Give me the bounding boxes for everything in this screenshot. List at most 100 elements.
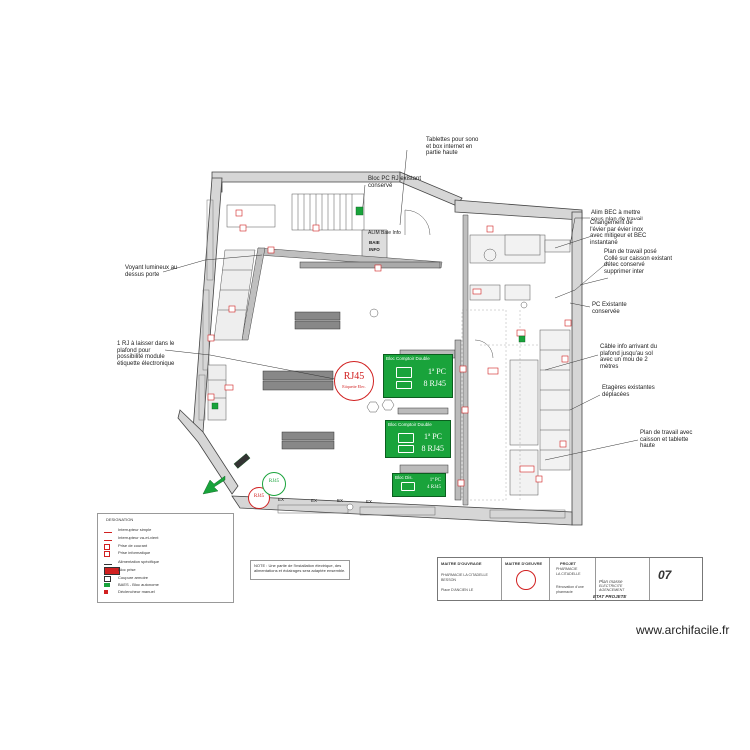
annotation-plan-travail-caisson: Plan de travail avec caisson et tablette…	[640, 430, 692, 450]
page-number: 07	[658, 568, 672, 582]
annotation-line: haute	[640, 443, 656, 450]
rj45-label-text: RJ45	[343, 371, 365, 382]
alarm-trigger-icon	[104, 590, 108, 594]
plan-note: NOTE : Une partie de l'installation élec…	[250, 560, 350, 580]
outlet-icon	[104, 544, 110, 550]
comptoir-rj: 8 RJ45	[423, 379, 446, 388]
annotation-line: Câble info arrivant du	[600, 344, 658, 350]
legend-item: Alimentation spécifique	[118, 559, 160, 564]
power-supply-icon	[104, 560, 112, 565]
legend-item: Interrupteur va-et-vient	[118, 535, 159, 540]
bottom-windows	[277, 504, 566, 519]
annotation-plan-travail-pose: Plan de travail posé Collé sur caisson e…	[604, 249, 672, 275]
annotation-line: dessus porte	[125, 271, 160, 278]
tb-projet: PROJET PHARMACIE LA CITADELLE Rénovation…	[550, 558, 596, 600]
comptoir-label: Bloc Comptoir Double	[386, 356, 430, 361]
computer-icon	[401, 482, 415, 491]
annotation-line: Tablettes pour sono	[426, 137, 479, 143]
emergency-light-icon	[104, 583, 110, 587]
annotation-line: conservée	[592, 308, 620, 315]
door-arcs	[404, 209, 494, 359]
comptoir-block-2: Bloc Comptoir Double 1ª PC 8 RJ45	[385, 420, 451, 458]
gondolas	[262, 261, 441, 450]
architect-logo-icon	[516, 570, 536, 590]
computer-icon	[398, 445, 414, 453]
comptoir-block-1: Bloc Comptoir Double 1ª PC 8 RJ45	[383, 354, 453, 398]
tb-text: LA CITADELLE	[556, 572, 581, 576]
entrance-arrow	[202, 453, 251, 495]
ex-label: EX	[278, 497, 285, 502]
annotation-line: Etagères existantes	[602, 385, 655, 391]
comptoir-label: Bloc Comptoir Double	[388, 422, 432, 427]
annotation-line: avec mitigeur et BEC	[590, 233, 647, 240]
annotation-voyant: Voyant lumineux au dessus porte	[125, 265, 177, 278]
tb-text: AGENCEMENT	[599, 588, 625, 592]
annotation-changement-evier: Changement de l'évier par évier inox ave…	[590, 220, 647, 247]
tb-plan: Plan masse ELECTRICITE AGENCEMENT	[596, 558, 650, 600]
legend-item: Déclencheur manuel	[118, 589, 155, 594]
annotation-line: avec un mou de 2	[600, 357, 648, 364]
tb-text: Rénovation d'une	[556, 585, 584, 589]
annotation-etageres: Etagères existantes déplacées	[602, 385, 655, 398]
annotation-line: 1 RJ à laisser dans le	[117, 341, 175, 347]
ex-label: EX	[337, 498, 344, 503]
annotation-tablettes: Tablettes pour sono et box internet en p…	[426, 137, 478, 157]
annotation-baie-info: BAIE INFO	[369, 240, 380, 253]
annotation-line: partie haute	[426, 150, 458, 157]
annotation-line: plafond pour	[117, 347, 151, 354]
annotation-line: Collé sur caisson existant	[604, 255, 673, 262]
inner-partitions	[241, 214, 469, 506]
annotation-line: possibilité module	[117, 354, 165, 361]
rj45-green-text: RJ45	[268, 479, 280, 484]
title-block: MAITRE D'OUVRAGE PHARMACIE LA CITADELLE …	[437, 557, 703, 601]
annotation-rj-laisser: 1 RJ à laisser dans le plafond pour poss…	[117, 341, 174, 367]
annotation-line: mètres	[600, 363, 619, 370]
stairs	[226, 193, 365, 231]
annotation-pc-existante: PC Existante conservée	[592, 302, 627, 315]
computer-icon	[398, 433, 414, 443]
tb-text: BESSON	[441, 578, 456, 582]
annotation-line: plafond jusqu'au sol	[600, 350, 653, 357]
tb-text: Plan masse	[599, 579, 623, 584]
annotation-line: caisson et tablette	[640, 436, 689, 443]
left-windows	[198, 199, 214, 421]
annotation-line: Plan de travail avec	[640, 430, 693, 436]
annotation-line: et box internet en	[426, 143, 473, 150]
legend-item: Coupure armoire	[118, 575, 149, 580]
annotation-line: déplacées	[602, 391, 630, 398]
tb-text: PHARMACIE LA CITADELLE	[441, 573, 488, 577]
annotation-line: conservé	[368, 182, 393, 189]
comptoir-pc: 1ª PC	[429, 478, 441, 483]
tb-heading: MAITRE D'OEUVRE	[505, 561, 543, 566]
legend-item: Interrupteur simple	[118, 527, 152, 532]
switch-icon	[104, 528, 112, 533]
outer-walls	[177, 171, 583, 526]
annotation-line: supprimer inter	[604, 268, 645, 275]
legend: DESIGNATION Interrupteur simple Interrup…	[97, 513, 234, 603]
annotation-line: PC Existante	[592, 302, 627, 308]
tb-maitre-ouvrage: MAITRE D'OUVRAGE PHARMACIE LA CITADELLE …	[438, 558, 502, 600]
comptoir-block-3: Bloc Dis. 1ª PC 4 RJ45	[392, 473, 446, 497]
network-outlet-icon	[104, 551, 110, 557]
tb-text: ELECTRICITE	[599, 584, 623, 588]
rj45-small-circle: RJ45	[248, 487, 270, 509]
annotation-line: sous plan de travail	[591, 217, 643, 224]
ex-label: EX	[311, 498, 318, 503]
annotation-line: BAIE	[369, 240, 380, 245]
switch-icon	[104, 536, 112, 541]
annotation-line: Voyant lumineux au	[125, 265, 178, 271]
comptoir-rj: 4 RJ45	[426, 485, 441, 490]
power-strip-icon	[104, 567, 120, 575]
legend-item: BAES - Bloc autonome	[118, 582, 159, 587]
computer-icon	[396, 381, 412, 389]
annotation-line: instantané	[590, 239, 618, 246]
rj45-small-text: RJ45	[253, 494, 265, 499]
tb-heading: PROJET	[560, 561, 577, 566]
tb-heading: MAITRE D'OUVRAGE	[441, 561, 482, 566]
electrical-symbols	[207, 209, 572, 487]
rj45-green-circle: RJ45	[262, 472, 286, 496]
ceiling-markers	[346, 301, 528, 511]
watermark: www.archifacile.fr	[636, 623, 730, 637]
tb-text: pharmacie	[556, 590, 573, 594]
annotation-line: Plan de travail posé	[604, 249, 657, 255]
